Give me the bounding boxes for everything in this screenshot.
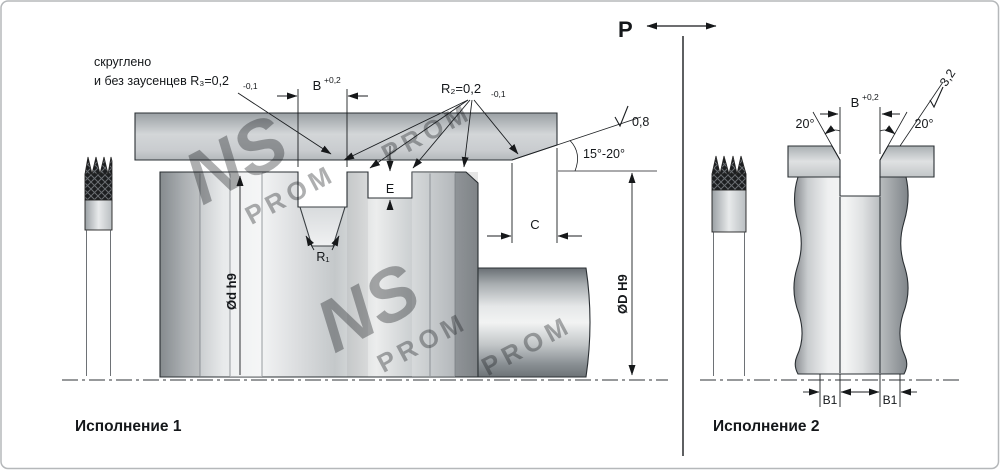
variant2-shapes [787, 145, 935, 375]
dim-b-superscript: +0,2 [324, 75, 341, 85]
pressure-indicator: P [618, 17, 717, 456]
dim-b-label: B [313, 78, 322, 93]
dim-c-label: C [530, 217, 539, 232]
chamfer-angle-label: 15°-20° [583, 147, 625, 161]
dim-b1-right-label: B1 [883, 393, 898, 407]
note-tolerance: -0,1 [243, 81, 258, 91]
variant2-labels: B +0,2 20° 20° 3,2 B1 B1 Исполнение 2 [713, 67, 958, 435]
dim-b-label: B [851, 95, 860, 110]
note-line2: и без заусенцев R₃=0,2 [94, 74, 229, 88]
flange-left [787, 145, 841, 178]
shaft-band-lines [199, 173, 456, 376]
dim-e-label: E [386, 182, 394, 196]
variant1-labels: скруглено и без заусенцев R₃=0,2 -0,1 B … [75, 55, 649, 435]
variant1-shapes [134, 112, 591, 378]
variant2-dimensions [803, 81, 944, 407]
flange-right [879, 145, 935, 178]
seal-lip-serrations [84, 156, 113, 175]
shaft-end-cylinder [477, 267, 591, 378]
rod-diameter-label: Ød h9 [224, 273, 239, 310]
note-line1: скруглено [94, 55, 151, 69]
dim-r2-tolerance: -0,1 [491, 89, 506, 99]
bore-diameter-label: ØD H9 [615, 274, 630, 314]
variant1-caption: Исполнение 1 [75, 418, 182, 435]
angle-left-label: 20° [796, 117, 815, 131]
dim-r1-label: R₁ [316, 250, 329, 264]
roughness-label: 0,8 [632, 115, 649, 129]
dim-b-superscript: +0,2 [862, 92, 879, 102]
variant2-caption: Исполнение 2 [713, 418, 819, 435]
sleeve-body [793, 176, 909, 375]
seal-fabric-body [711, 173, 747, 191]
seal-metal-body [711, 189, 747, 233]
angle-right-label: 20° [915, 117, 934, 131]
seal-metal-body [84, 199, 113, 231]
variant2-seal-section [711, 155, 747, 376]
pressure-label: P [618, 17, 633, 42]
seal-lip-serrations [711, 155, 747, 175]
dim-r2-label: R₂=0,2 [441, 81, 481, 96]
variant1-seal-section [84, 156, 113, 376]
dim-b1-left-label: B1 [823, 393, 838, 407]
variant1-dimensions [236, 89, 657, 376]
shaft-band-shading [160, 172, 478, 377]
seal-fabric-body [84, 173, 113, 201]
